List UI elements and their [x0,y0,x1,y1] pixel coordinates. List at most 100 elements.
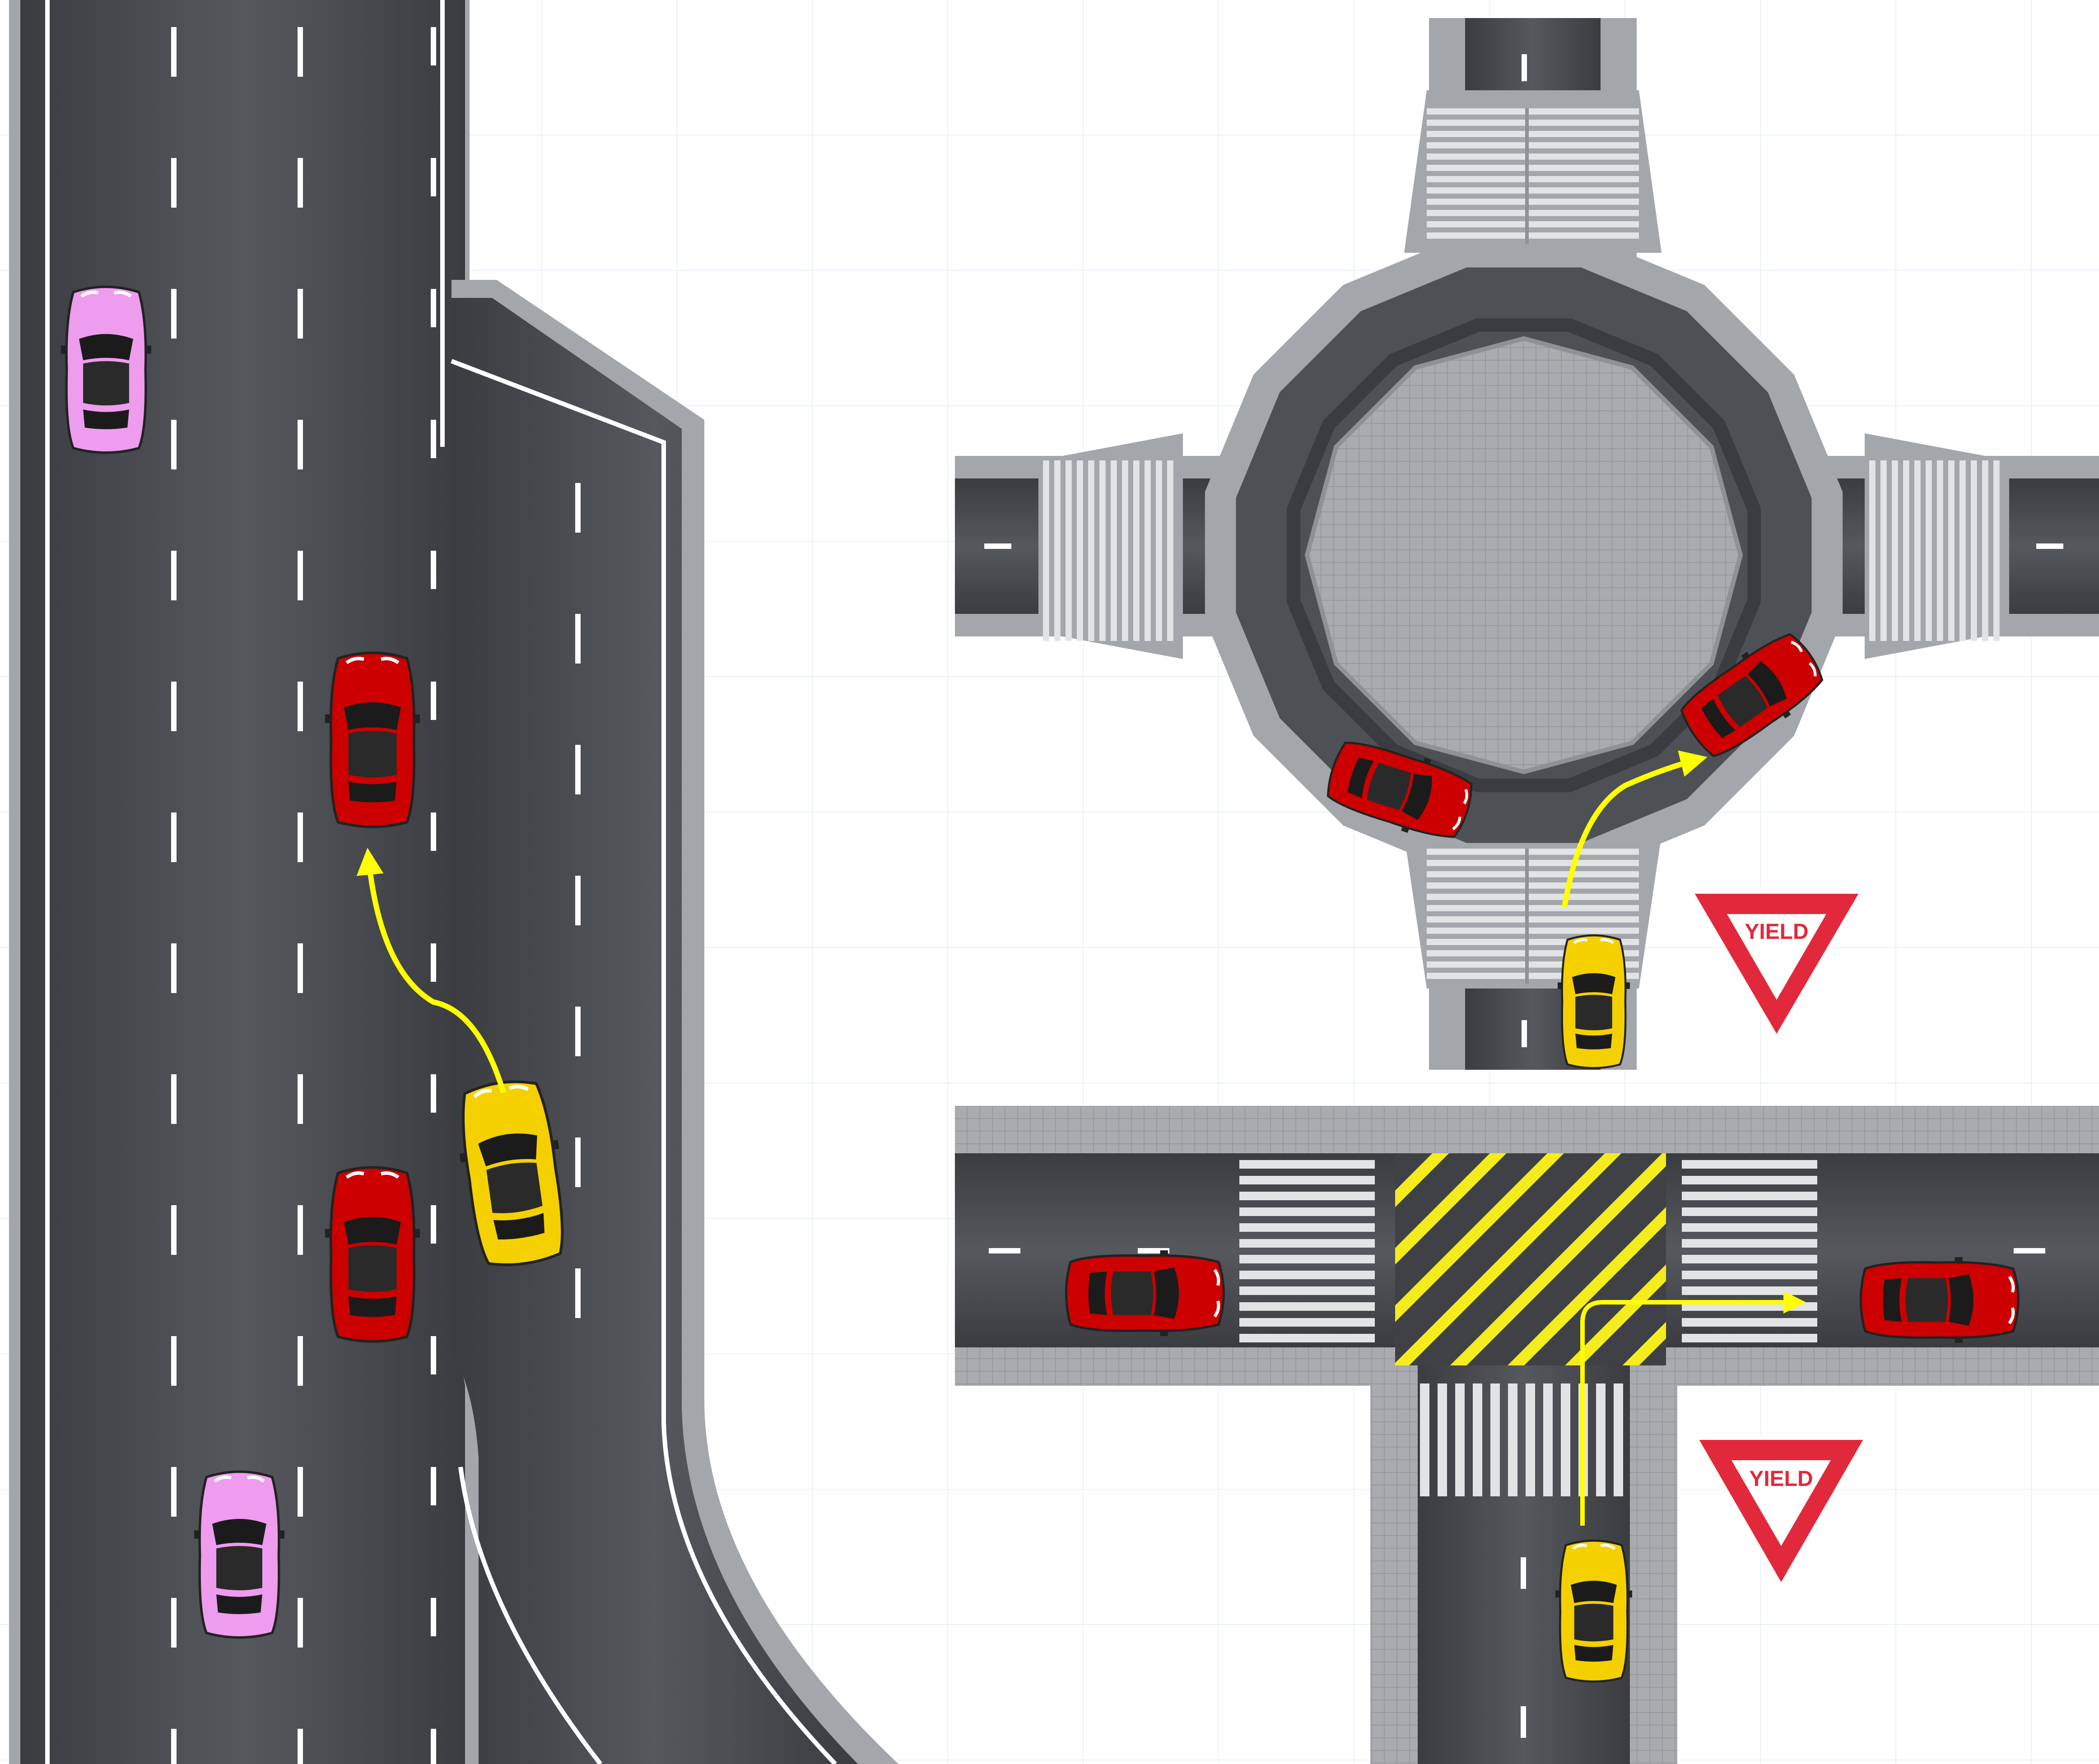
lane-dash [171,27,177,77]
lane-dash [431,1074,436,1113]
crosswalk-divider [1525,108,1529,244]
t-south-lane-dash-2 [1521,1706,1526,1738]
crosswalk-stripe [1682,1223,1817,1232]
merge-ramp-edge-line [451,359,837,1764]
highway-merge-scene [9,0,898,1764]
lane-dash [171,1467,177,1517]
yield-sign-label-t: YIELD [1749,1467,1813,1491]
lane-dash [298,682,303,731]
yield-sign-label: YIELD [1745,920,1808,944]
lane-dash [431,1336,436,1374]
crosswalk-stripe [1937,460,1943,641]
crosswalk-stripe [1427,131,1639,137]
lane-dash [171,812,177,862]
crosswalk-stripe [1971,460,1977,641]
crosswalk-stripe [1167,460,1173,641]
crosswalk-stripe [1239,1302,1375,1311]
crosswalk-divider [1525,849,1529,984]
roundabout-crosswalks [1043,108,2000,984]
crosswalk-stripe [1156,460,1162,641]
crosswalk-stripe [1490,1383,1500,1496]
lane-dash [298,1336,303,1386]
right-turn-path-arrow-icon [1580,1291,1806,1526]
crosswalk-stripe [1427,860,1639,866]
crosswalk-stripe [1427,882,1639,889]
crosswalk-stripe [1455,1383,1465,1496]
crosswalk-stripe [1869,460,1876,641]
crosswalk-stripe [1239,1239,1375,1248]
crosswalk-stripe [1427,210,1639,216]
crosswalk-stripe [1561,1383,1570,1496]
east-crosswalk [1869,460,2000,641]
crosswalk-stripe [1133,460,1140,641]
crosswalk-stripe [1239,1192,1375,1200]
crosswalk-stripe [1427,153,1639,160]
roundabout-path-arrow-icon [1562,750,1708,908]
crosswalk-stripe [1088,460,1094,641]
crosswalk-stripe [1880,460,1887,641]
lane-dash [431,1467,436,1505]
merge-path-arrow-icon [356,848,506,1093]
crosswalk-stripe [1043,460,1049,641]
crosswalk-stripe [1959,460,1966,641]
crosswalk-stripe [1239,1223,1375,1232]
t-crosswalks [1239,1160,1817,1496]
lane-dash [298,1074,303,1124]
lane-dash [171,1336,177,1386]
lane-dash [298,1598,303,1648]
t-east-lane-dash [2014,1248,2045,1253]
crosswalk-stripe [1427,905,1639,911]
crosswalk-stripe [1682,1255,1817,1263]
highway-edge-line-right [440,0,445,447]
lane-dash [431,1598,436,1636]
crosswalk-stripe [1948,460,1955,641]
crosswalk-stripe [1682,1318,1817,1327]
crosswalk-stripe [1682,1271,1817,1279]
crosswalk-stripe [1682,1160,1817,1169]
crosswalk-stripe [1066,460,1072,641]
crosswalk-stripe [1427,871,1639,877]
west-lane-dash [984,543,1011,549]
crosswalk-stripe [1239,1176,1375,1184]
east-lane-dash [2036,543,2063,549]
highway-lane-dashes [171,27,581,1764]
crosswalk-stripe [1077,460,1083,641]
lane-dash [171,1729,177,1764]
crosswalk-stripe [1420,1383,1429,1496]
lane-dash [171,1074,177,1124]
red-car-adjacent [325,1167,420,1342]
lane-dash [298,551,303,600]
crosswalk-stripe [1438,1383,1447,1496]
crosswalk-stripe [1427,176,1639,182]
crosswalk-stripe [1543,1383,1553,1496]
path-arrows [356,750,1806,1526]
crosswalk-stripe [1111,460,1117,641]
crosswalk-stripe [1239,1318,1375,1327]
lane-dash [431,943,436,982]
pink-car-upper [61,287,151,452]
crosswalk-stripe [1427,187,1639,194]
crosswalk-stripe [1596,1383,1606,1496]
lane-dash [171,158,177,208]
lane-dash [171,943,177,993]
crosswalk-stripe [1614,1383,1623,1496]
lane-dash [431,812,436,851]
lane-dash [171,551,177,600]
crosswalk-stripe [1682,1334,1817,1342]
lane-dash [171,1205,177,1255]
ramp-left-edge-line [458,1467,602,1764]
lane-dash [575,614,581,664]
lane-dash [431,1205,436,1244]
crosswalk-stripe [1427,894,1639,900]
north-lane-dash [1522,54,1527,81]
east-t-crosswalk [1682,1160,1817,1342]
crosswalk-stripe [1427,928,1639,934]
lane-dash [575,1268,581,1318]
crosswalk-stripe [1914,460,1921,641]
lane-dash [298,289,303,339]
lane-dash [431,1729,436,1764]
crosswalk-stripe [1892,460,1898,641]
lane-dash [431,420,436,458]
crosswalk-stripe [1427,916,1639,923]
crosswalk-stripe [1239,1255,1375,1263]
